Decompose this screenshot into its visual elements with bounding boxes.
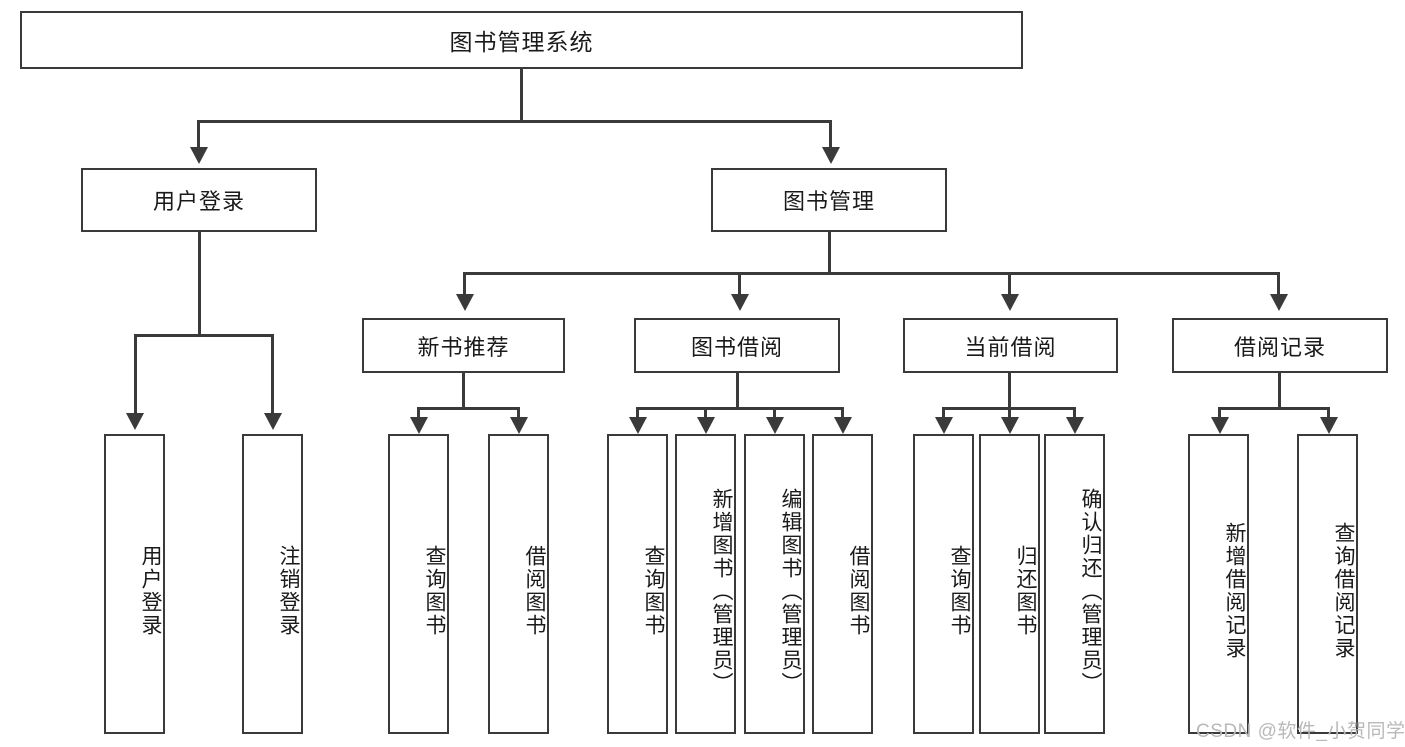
arrow-to-leaf-query-book-3 bbox=[935, 417, 953, 434]
connector-new-book-stem bbox=[462, 373, 465, 409]
arrow-to-book-borrow bbox=[731, 294, 749, 311]
connector-book-manage-drop-3 bbox=[1008, 272, 1011, 294]
connector-book-borrow-bus bbox=[636, 407, 844, 410]
leaf-query-book-2[interactable]: 查询图书 bbox=[607, 434, 668, 734]
connector-borrow-record-bus bbox=[1218, 407, 1330, 410]
connector-root-drop-book-manage bbox=[829, 120, 832, 147]
node-label: 用户登录 bbox=[152, 189, 245, 214]
connector-borrow-record-drop-1 bbox=[1218, 407, 1221, 417]
connector-root-drop-user-login bbox=[197, 120, 200, 147]
connector-book-borrow-drop-4 bbox=[841, 407, 844, 417]
arrow-to-leaf-borrow-book-2 bbox=[834, 417, 852, 434]
node-borrow-record[interactable]: 借阅记录 bbox=[1172, 318, 1388, 373]
node-label: 归还图书 bbox=[1014, 545, 1037, 637]
arrow-to-leaf-query-book-2 bbox=[629, 417, 647, 434]
arrow-to-leaf-add-record bbox=[1211, 417, 1229, 434]
connector-book-manage-drop-2 bbox=[738, 272, 741, 294]
node-label: 新增图书（管理员） bbox=[710, 487, 733, 695]
connector-current-borrow-stem bbox=[1008, 373, 1011, 409]
connector-book-manage-stem bbox=[828, 232, 831, 274]
node-label: 编辑图书（管理员） bbox=[779, 487, 802, 695]
node-current-borrow[interactable]: 当前借阅 bbox=[903, 318, 1118, 373]
node-label: 借阅图书 bbox=[523, 545, 546, 637]
leaf-confirm-return[interactable]: 确认归还（管理员） bbox=[1044, 434, 1105, 734]
node-label: 查询图书 bbox=[948, 545, 971, 637]
connector-book-manage-bus bbox=[463, 272, 1280, 275]
node-new-book-recommend[interactable]: 新书推荐 bbox=[362, 318, 565, 373]
arrow-to-book-manage bbox=[822, 147, 840, 164]
connector-user-login-drop-2 bbox=[271, 334, 274, 413]
node-label: 图书管理系统 bbox=[449, 29, 594, 55]
node-label: 用户登录 bbox=[139, 545, 162, 637]
node-label: 借阅记录 bbox=[1233, 334, 1326, 360]
connector-book-manage-drop-4 bbox=[1277, 272, 1280, 294]
connector-borrow-record-drop-2 bbox=[1327, 407, 1330, 417]
arrow-to-leaf-borrow-book-1 bbox=[510, 417, 528, 434]
leaf-return-book[interactable]: 归还图书 bbox=[979, 434, 1040, 734]
node-label: 借阅图书 bbox=[847, 545, 870, 637]
connector-borrow-record-stem bbox=[1278, 373, 1281, 409]
arrow-to-leaf-add-book bbox=[697, 417, 715, 434]
node-book-manage[interactable]: 图书管理 bbox=[711, 168, 947, 232]
arrow-to-leaf-edit-book bbox=[766, 417, 784, 434]
connector-user-login-drop-1 bbox=[134, 334, 137, 413]
node-book-borrow[interactable]: 图书借阅 bbox=[634, 318, 840, 373]
leaf-borrow-book-1[interactable]: 借阅图书 bbox=[488, 434, 549, 734]
leaf-user-logout[interactable]: 注销登录 bbox=[242, 434, 303, 734]
arrow-to-leaf-query-record bbox=[1320, 417, 1338, 434]
node-label: 查询图书 bbox=[642, 545, 665, 637]
connector-book-borrow-stem bbox=[736, 373, 739, 409]
arrow-to-borrow-record bbox=[1270, 294, 1288, 311]
connector-current-borrow-drop-2 bbox=[1008, 407, 1011, 417]
node-root-book-management-system[interactable]: 图书管理系统 bbox=[20, 11, 1023, 69]
arrow-to-leaf-user-login bbox=[126, 413, 144, 430]
leaf-borrow-book-2[interactable]: 借阅图书 bbox=[812, 434, 873, 734]
arrow-to-leaf-user-logout bbox=[264, 413, 282, 430]
connector-current-borrow-drop-1 bbox=[942, 407, 945, 417]
connector-book-borrow-drop-3 bbox=[773, 407, 776, 417]
leaf-user-login[interactable]: 用户登录 bbox=[104, 434, 165, 734]
node-label: 新书推荐 bbox=[417, 334, 510, 360]
node-label: 注销登录 bbox=[277, 545, 300, 637]
leaf-query-book-3[interactable]: 查询图书 bbox=[913, 434, 974, 734]
node-label: 查询借阅记录 bbox=[1332, 522, 1355, 660]
leaf-query-record[interactable]: 查询借阅记录 bbox=[1297, 434, 1358, 734]
leaf-add-record[interactable]: 新增借阅记录 bbox=[1188, 434, 1249, 734]
node-user-login[interactable]: 用户登录 bbox=[81, 168, 317, 232]
arrow-to-leaf-confirm-return bbox=[1066, 417, 1084, 434]
node-label: 确认归还（管理员） bbox=[1079, 487, 1102, 695]
connector-current-borrow-drop-3 bbox=[1073, 407, 1076, 417]
leaf-add-book[interactable]: 新增图书（管理员） bbox=[675, 434, 736, 734]
connector-new-book-bus bbox=[417, 407, 520, 410]
connector-user-login-bus bbox=[134, 334, 274, 337]
node-label: 新增借阅记录 bbox=[1223, 522, 1246, 660]
arrow-to-leaf-query-book-1 bbox=[410, 417, 428, 434]
connector-book-manage-drop-1 bbox=[463, 272, 466, 294]
node-label: 图书借阅 bbox=[690, 334, 783, 360]
connector-root-bus bbox=[197, 120, 832, 123]
node-label: 查询图书 bbox=[423, 545, 446, 637]
connector-book-borrow-drop-2 bbox=[704, 407, 707, 417]
connector-root-stem bbox=[520, 69, 523, 122]
connector-book-borrow-drop-1 bbox=[636, 407, 639, 417]
leaf-edit-book[interactable]: 编辑图书（管理员） bbox=[744, 434, 805, 734]
connector-user-login-stem bbox=[198, 232, 201, 336]
node-label: 图书管理 bbox=[782, 189, 875, 214]
csdn-watermark: CSDN @软件_小贺同学 bbox=[1196, 721, 1405, 742]
connector-new-book-drop-1 bbox=[417, 407, 420, 417]
arrow-to-new-book-recommend bbox=[456, 294, 474, 311]
arrow-to-leaf-return-book bbox=[1001, 417, 1019, 434]
arrow-to-current-borrow bbox=[1001, 294, 1019, 311]
leaf-query-book-1[interactable]: 查询图书 bbox=[388, 434, 449, 734]
arrow-to-user-login bbox=[190, 147, 208, 164]
connector-new-book-drop-2 bbox=[517, 407, 520, 417]
node-label: 当前借阅 bbox=[964, 334, 1057, 360]
